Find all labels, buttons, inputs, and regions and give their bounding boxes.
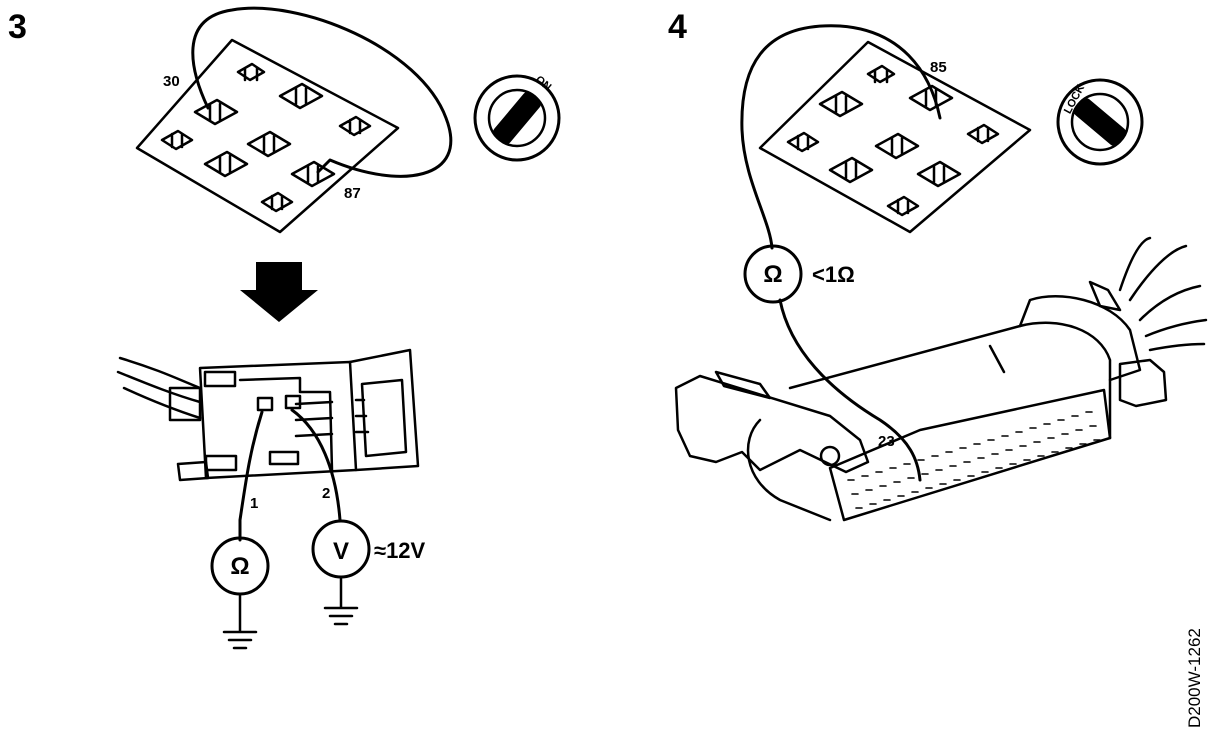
relay-socket-left bbox=[135, 38, 400, 234]
relay-terminal bbox=[786, 64, 1000, 217]
ohmmeter-right: Ω bbox=[743, 244, 803, 304]
panel-step-3: 3 30 87 ON bbox=[8, 6, 561, 650]
ohm-symbol-left: Ω bbox=[230, 553, 249, 580]
harness-connector bbox=[116, 348, 420, 482]
ignition-switch-lock: LOCK bbox=[1056, 78, 1144, 166]
ohm-symbol-right: Ω bbox=[763, 261, 782, 288]
ecu-connector bbox=[674, 236, 1208, 522]
test-lead-lower bbox=[778, 298, 922, 482]
pin-label-85: 85 bbox=[930, 59, 947, 76]
ecu-pin-grid bbox=[847, 411, 1101, 509]
resistance-reading: <1Ω bbox=[812, 262, 855, 287]
pin-label-87: 87 bbox=[344, 185, 361, 202]
down-arrow bbox=[240, 262, 318, 322]
step-number-3: 3 bbox=[8, 8, 27, 46]
ecu-pin-label-23: 23 bbox=[878, 433, 895, 450]
figure-code: D200W-1262 bbox=[1185, 628, 1204, 728]
jumper-wire bbox=[191, 6, 453, 178]
probe-lead-volt bbox=[290, 408, 342, 522]
ignition-switch-on: ON bbox=[473, 74, 561, 162]
panel-step-4: 4 85 LOCK bbox=[668, 8, 1208, 522]
volt-symbol: V bbox=[333, 538, 349, 565]
relay-socket-right bbox=[758, 40, 1032, 234]
pin-label-30: 30 bbox=[163, 73, 180, 90]
voltmeter: V bbox=[311, 519, 371, 626]
probe-lead-ohm bbox=[238, 410, 264, 542]
connector-pin-label-1: 1 bbox=[250, 495, 258, 512]
ohmmeter-left: Ω bbox=[210, 536, 270, 650]
relay-terminal bbox=[160, 62, 372, 213]
connector-pin-label-2: 2 bbox=[322, 485, 330, 502]
test-lead-upper bbox=[740, 24, 942, 250]
step-number-4: 4 bbox=[668, 8, 687, 46]
voltage-reading: ≈12V bbox=[374, 538, 426, 563]
